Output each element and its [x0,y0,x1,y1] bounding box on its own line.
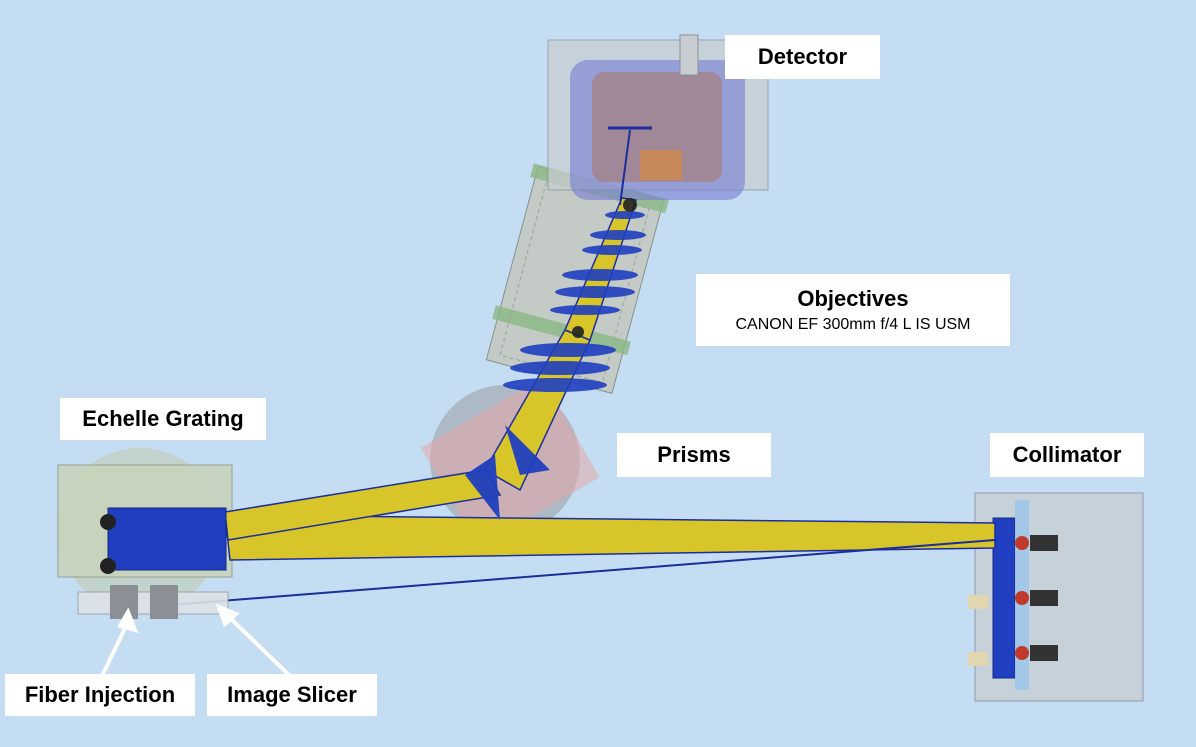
echelle-grating [107,507,227,571]
callout-arrows [100,603,292,678]
injection-beam [169,539,996,606]
image-slicer-text: Image Slicer [227,682,357,707]
detector-text: Detector [757,44,848,69]
label-prisms: Prisms [617,433,771,477]
grating-screw [100,514,116,530]
light-beams [224,197,996,561]
echelle-grating-text: Echelle Grating [82,406,244,431]
label-detector: Detector [725,35,880,79]
prisms [465,425,550,520]
collimator-text: Collimator [1012,442,1122,467]
detector-assembly [547,34,769,200]
fiber-injection-text: Fiber Injection [24,682,176,707]
label-objectives: Objectives CANON EF 300mm f/4 L IS USM [696,274,1010,346]
label-echelle-grating: Echelle Grating [60,398,266,440]
label-image-slicer: Image Slicer [207,674,377,716]
prisms-text: Prisms [657,442,731,467]
label-fiber-injection: Fiber Injection [5,674,195,716]
objectives-subtitle: CANON EF 300mm f/4 L IS USM [735,316,971,333]
detector-beam [619,129,631,206]
injection-rail [77,585,229,619]
grating-screw [100,558,116,574]
collimator-assembly [968,492,1144,702]
label-collimator: Collimator [990,433,1144,477]
objective-lenses [503,198,646,392]
objectives-text: Objectives [797,286,909,311]
